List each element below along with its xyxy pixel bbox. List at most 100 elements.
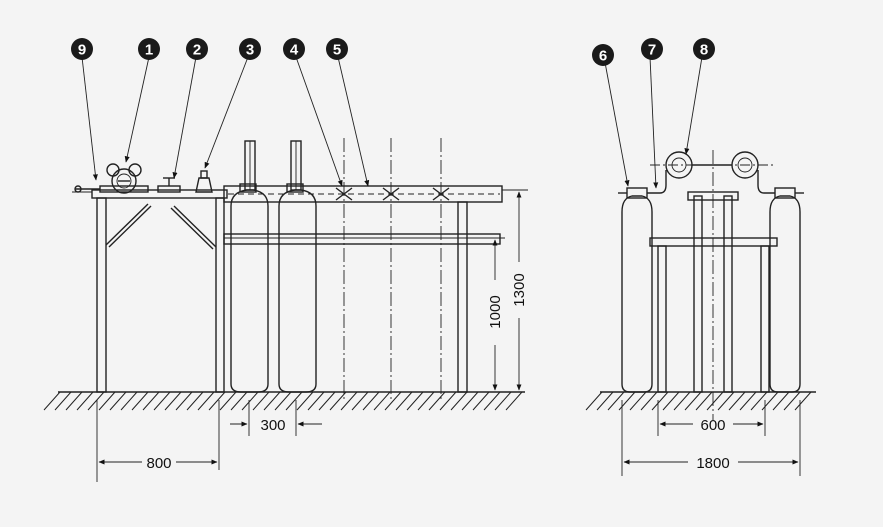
- dimension-800: 800: [146, 455, 171, 472]
- ground-hatch-line: [461, 391, 479, 411]
- ground-hatch-line: [384, 391, 402, 411]
- ground-hatch-line: [98, 391, 116, 411]
- ground-hatch-line: [109, 391, 127, 411]
- callout-8-label: 8: [700, 42, 708, 59]
- centre-lines: [343, 138, 442, 400]
- ground-hatch-line: [197, 391, 215, 411]
- ground-hatch-line: [296, 391, 314, 411]
- ground-hatch-line: [472, 391, 490, 411]
- ground-hatch-line: [351, 391, 369, 411]
- ground-hatch-line: [585, 391, 603, 411]
- left-stand: [96, 197, 225, 393]
- ground-hatch-line: [651, 391, 669, 411]
- gas-cylinder-2: [278, 140, 317, 393]
- ground-hatch-line: [717, 391, 735, 411]
- ground-hatch-line: [175, 391, 193, 411]
- callout-3-label: 3: [246, 42, 254, 59]
- dimension-lines-right: [621, 400, 801, 476]
- ground-hatch-line: [164, 391, 182, 411]
- ground-hatch-line: [208, 391, 226, 411]
- ground-hatch-line: [439, 391, 457, 411]
- ground-hatch-line: [772, 391, 790, 411]
- ground-hatch-line: [274, 391, 292, 411]
- callout-6-label: 6: [599, 48, 607, 65]
- ground-hatch-line: [285, 391, 303, 411]
- callout-7-label: 7: [648, 42, 656, 59]
- ground-hatch-line: [43, 391, 61, 411]
- ground-hatch-line: [750, 391, 768, 411]
- ground-hatch-line: [131, 391, 149, 411]
- manifold-pipe: [72, 185, 503, 203]
- ground-hatch-line: [673, 391, 691, 411]
- callout-9: 9: [71, 38, 93, 60]
- ground-hatch-line: [307, 391, 325, 411]
- callout-4: 4: [283, 38, 305, 60]
- callout-5: 5: [326, 38, 348, 60]
- dimension-600: 600: [700, 417, 725, 434]
- ground-hatch-line: [428, 391, 446, 411]
- leader-lines-right: [603, 56, 703, 189]
- ground-hatch-line: [219, 391, 237, 411]
- ground-hatch-line: [87, 391, 105, 411]
- dimension-lines-left: [96, 189, 528, 482]
- ground-hatch-line: [494, 391, 512, 411]
- callout-2: 2: [186, 38, 208, 60]
- ground-left: [43, 391, 525, 411]
- ground-hatch-line: [794, 391, 812, 411]
- side-view: [43, 56, 528, 482]
- callout-3: 3: [239, 38, 261, 60]
- ground-hatch-line: [406, 391, 424, 411]
- ground-hatch-line: [607, 391, 625, 411]
- dimension-1300: 1300: [511, 273, 528, 306]
- front-view: [585, 56, 816, 476]
- ground-hatch-line: [241, 391, 259, 411]
- ground-hatch-line: [329, 391, 347, 411]
- ground-hatch-line: [142, 391, 160, 411]
- ground-hatch-line: [252, 391, 270, 411]
- dimension-1800: 1800: [696, 455, 729, 472]
- dimension-1000: 1000: [487, 295, 504, 328]
- front-stand: [649, 150, 778, 420]
- ground-hatch-line: [684, 391, 702, 411]
- ground-hatch-line: [318, 391, 336, 411]
- ground-hatch-line: [728, 391, 746, 411]
- ground-hatch-line: [640, 391, 658, 411]
- ground-hatch-line: [739, 391, 757, 411]
- ground-hatch-line: [230, 391, 248, 411]
- safety-valve: [195, 170, 213, 193]
- ground-hatch-line: [706, 391, 724, 411]
- ground-right: [585, 391, 816, 411]
- pigtail-loops: [647, 151, 776, 194]
- callout-9-label: 9: [78, 42, 86, 59]
- ground-hatch-line: [65, 391, 83, 411]
- callout-5-label: 5: [333, 42, 341, 59]
- front-cylinder-left: [618, 187, 653, 393]
- ground-hatch-line: [395, 391, 413, 411]
- ground-hatch-line: [340, 391, 358, 411]
- ground-hatch-line: [153, 391, 171, 411]
- callout-7: 7: [641, 38, 663, 60]
- ground-hatch-line: [362, 391, 380, 411]
- front-cylinder-right: [769, 187, 804, 393]
- ground-hatch-line: [263, 391, 281, 411]
- ground-hatch-line: [417, 391, 435, 411]
- ground-hatch-line: [505, 391, 523, 411]
- ground-hatch-line: [662, 391, 680, 411]
- ground-hatch-line: [783, 391, 801, 411]
- ground-hatch-line: [120, 391, 138, 411]
- callout-1-label: 1: [145, 42, 153, 59]
- ground-hatch-line: [450, 391, 468, 411]
- right-frame: [223, 201, 501, 393]
- callout-2-label: 2: [193, 42, 201, 59]
- ground-hatch-line: [629, 391, 647, 411]
- callout-6: 6: [592, 44, 614, 66]
- gas-cylinder-1: [230, 140, 269, 393]
- ground-hatch-line: [483, 391, 501, 411]
- ground-hatch-line: [76, 391, 94, 411]
- leader-lines-left: [81, 56, 370, 187]
- pressure-regulator: [74, 163, 149, 194]
- ground-hatch-line: [186, 391, 204, 411]
- manifold-valves: [335, 187, 450, 201]
- callout-8: 8: [693, 38, 715, 60]
